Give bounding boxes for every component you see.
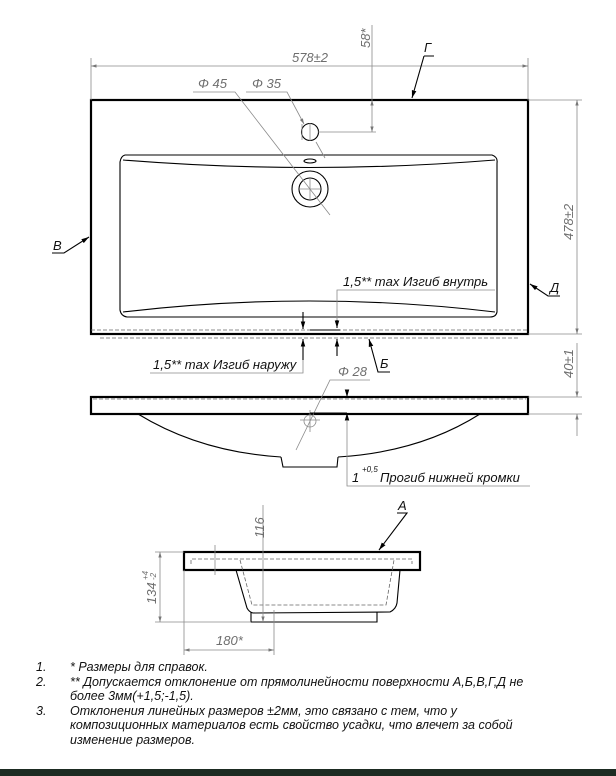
bend-out-leader [150, 360, 304, 374]
countertop-outline [89, 98, 530, 336]
surface-v-label: В [53, 238, 62, 253]
drain-dia-leader [193, 91, 331, 216]
section-view: 134 +4 -2 116 180* А [141, 498, 422, 655]
front-view: 40±1 Φ 28 1 +0,5 Прогиб нижней кромки [89, 343, 582, 487]
surface-a-leader [378, 512, 409, 551]
surface-b-leader [368, 338, 390, 373]
sag-tolerance: +0,5 [362, 465, 378, 474]
surface-d-leader [529, 283, 560, 297]
section-slab [182, 550, 422, 572]
tap-dia-label: Φ 35 [252, 76, 282, 91]
thickness-dim-label: 40±1 [561, 349, 576, 378]
basin-outline [119, 154, 498, 318]
sag-leader [346, 420, 530, 487]
surface-g-leader [412, 55, 434, 98]
tap-offset-dim-label: 58* [358, 28, 373, 48]
sag-value: 1 [352, 470, 359, 485]
note-text: * Размеры для справок. [70, 660, 208, 674]
drain-dia-28-label: Φ 28 [338, 364, 368, 379]
note-item: 2. ** Допускается отклонение от прямолин… [36, 675, 556, 704]
section-drain [250, 612, 378, 623]
front-slab [89, 395, 530, 416]
note-number: 2. [36, 674, 47, 689]
note-item: 1. * Размеры для справок. [36, 660, 556, 675]
height-tol-up: +4 [141, 570, 150, 580]
depth-dim-label: 478±2 [561, 203, 576, 240]
basin-front-curve [122, 300, 496, 313]
note-number: 1. [36, 660, 47, 674]
drain-outer [291, 170, 329, 208]
surface-g-label: Г [424, 40, 432, 55]
height-dim-label: 134 [144, 582, 159, 604]
bottom-border [0, 769, 616, 776]
overflow-slot [303, 158, 317, 164]
note-text: Отклонения линейных размеров ±2мм, это с… [70, 703, 513, 747]
bend-in-label: 1,5** max Изгиб внутрь [343, 274, 488, 289]
notes-list: 1. * Размеры для справок. 2. ** Допускае… [36, 660, 556, 747]
surface-d-label: Д [548, 280, 559, 295]
surface-b-label: Б [380, 356, 389, 371]
basin-back-curve [122, 159, 496, 169]
note-number: 3. [36, 703, 47, 718]
section-bowl-outer [235, 569, 401, 614]
drain-offset-dim-label: 180* [216, 633, 244, 648]
surface-a-label: А [397, 498, 407, 513]
height-tol-down: -2 [149, 572, 158, 580]
bend-in-leader [336, 289, 495, 328]
drain-stub [280, 456, 339, 468]
bowl-curve [137, 413, 481, 458]
surface-v-leader [52, 236, 90, 254]
width-dim-label: 578±2 [292, 50, 329, 65]
tap-dia-leader [246, 91, 305, 125]
note-text: ** Допускается отклонение от прямолинейн… [70, 674, 524, 704]
sag-label: Прогиб нижней кромки [380, 470, 520, 485]
drain-dia-label: Φ 45 [198, 76, 228, 91]
bowl-depth-dim-label: 116 [252, 517, 267, 538]
bend-out-label: 1,5** max Изгиб наружу [153, 357, 298, 372]
top-view: 578±2 58* Φ 45 Φ 35 478±2 Г В Д 1,5** ma… [52, 25, 582, 374]
note-item: 3. Отклонения линейных размеров ±2мм, эт… [36, 704, 556, 748]
